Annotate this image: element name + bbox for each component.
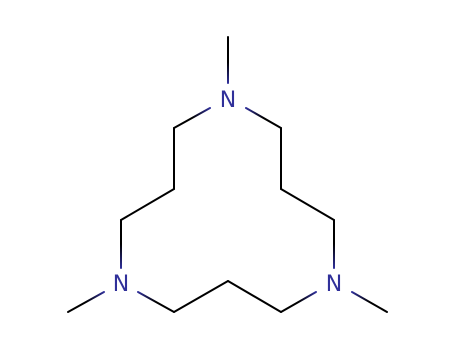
atom-label-n-left: N [113, 272, 129, 297]
atom-label-n-top: N [220, 88, 236, 113]
bond-n1-c-left [173, 107, 211, 129]
bond-c-c-left-2 [120, 188, 175, 221]
bond-n3-methyl [351, 291, 388, 313]
bond-n2-methyl [67, 291, 105, 313]
bond-c-c-bottom-2 [227, 280, 282, 313]
bond-c-c-right-2 [280, 188, 335, 221]
bond-n2-c-bottom [137, 291, 175, 313]
bond-c-c-bottom-1 [173, 280, 229, 313]
atom-label-n-right: N [326, 272, 342, 297]
bond-c-n3-bottom [280, 291, 317, 313]
bond-n1-c-right [245, 107, 282, 129]
